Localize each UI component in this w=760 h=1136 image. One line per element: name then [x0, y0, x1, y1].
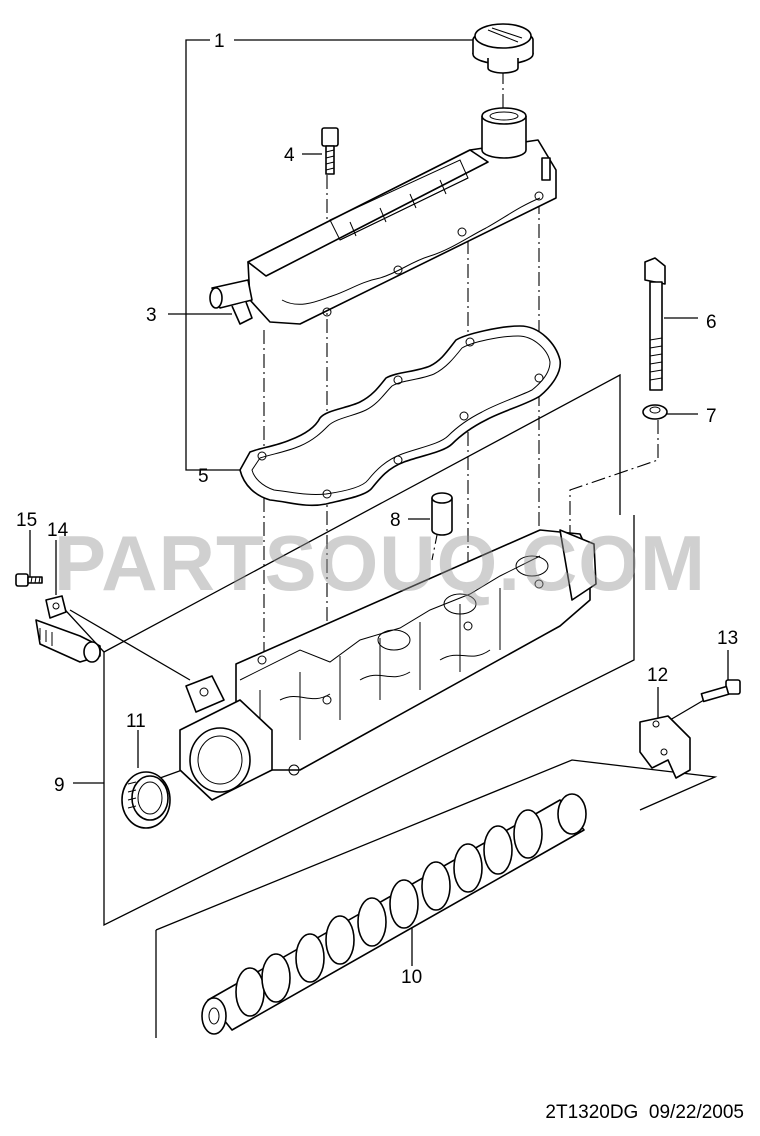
callout-5: 5: [198, 466, 209, 487]
callout-15: 15: [16, 510, 37, 531]
cam-lobes: [235, 809, 543, 1017]
callout-14: 14: [47, 520, 69, 541]
plug-8: [431, 492, 453, 536]
callout-13: 13: [717, 628, 738, 649]
callout-8: 8: [390, 510, 401, 531]
long-bolt-6: [644, 257, 666, 391]
callout-labels: 1 3 4 5 6 7 8 9 10 11 12 13 14 15: [16, 31, 738, 988]
callout-3: 3: [146, 305, 157, 326]
camshaft-sensor-14: [35, 595, 101, 663]
callout-1: 1: [214, 31, 225, 52]
diagram-date: 09/22/2005: [648, 1102, 744, 1123]
diagram-footer: 2T1320DG 09/22/2005: [545, 1102, 744, 1124]
diagram-code: 2T1320DG: [545, 1102, 639, 1123]
callout-11: 11: [126, 711, 146, 732]
camshaft-10: [201, 793, 587, 1035]
oil-seal-11: [121, 771, 171, 829]
callout-4: 4: [284, 145, 295, 166]
washer-7: [642, 404, 668, 420]
bolt-4: [321, 127, 339, 175]
bolt-13: [700, 679, 741, 703]
cylinder-head: [179, 529, 597, 801]
leader-lines: [29, 39, 729, 1038]
callout-12: 12: [647, 665, 668, 686]
callout-10: 10: [401, 967, 422, 988]
callout-7: 7: [706, 406, 717, 427]
callout-6: 6: [706, 312, 717, 333]
oil-filler-cap: [472, 23, 534, 74]
cylinder-head-cover: [209, 107, 557, 325]
callout-9: 9: [54, 775, 65, 796]
cover-gasket: [239, 325, 562, 507]
bracket-12: [639, 715, 691, 779]
bolt-15: [15, 573, 43, 587]
